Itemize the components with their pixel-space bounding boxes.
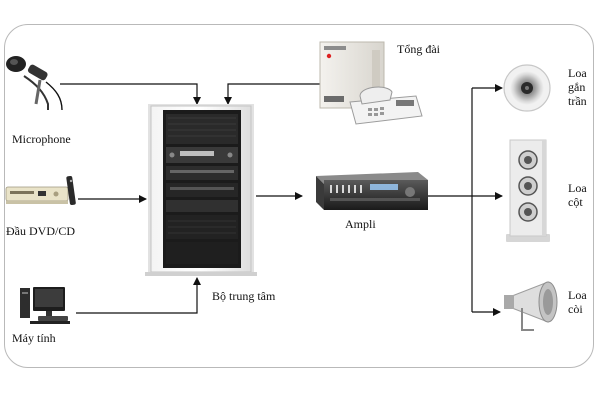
microphone-icon xyxy=(6,56,63,111)
connector-microphone-central xyxy=(60,83,201,105)
ceiling-speaker-label-line: gắn xyxy=(568,80,586,94)
horn-speaker-label: Loa còi xyxy=(568,288,598,316)
horn-speaker-icon xyxy=(504,281,558,331)
horn-speaker-label-line: còi xyxy=(568,302,583,316)
column-speaker-label-line: Loa xyxy=(568,181,587,195)
connection-lines xyxy=(60,83,503,316)
column-speaker-label: Loa cột xyxy=(568,181,598,209)
amplifier-icon xyxy=(316,172,428,210)
computer-label: Máy tính xyxy=(12,331,56,345)
ceiling-speaker-label-line: Loa xyxy=(568,66,587,80)
connector-pbx-central xyxy=(224,83,320,105)
microphone-label: Microphone xyxy=(12,132,71,146)
column-speaker-icon xyxy=(506,139,550,242)
rack-cabinet-icon xyxy=(145,104,257,276)
connector-computer-central xyxy=(76,277,201,314)
ceiling-speaker-label-line: trần xyxy=(568,94,587,108)
amplifier-label: Ampli xyxy=(345,217,376,231)
pbx-label: Tổng đài xyxy=(397,42,440,56)
ceiling-speaker-label: Loa gắn trần xyxy=(568,66,598,108)
pbx-icon xyxy=(319,41,385,109)
central-unit-label: Bộ trung tâm xyxy=(212,289,276,303)
dvd-label: Đầu DVD/CD xyxy=(6,224,75,238)
telephone-icon xyxy=(349,86,423,125)
horn-speaker-label-line: Loa xyxy=(568,288,587,302)
dvd-player-icon xyxy=(5,175,76,206)
computer-icon xyxy=(20,287,70,324)
ceiling-speaker-icon xyxy=(503,64,551,112)
column-speaker-label-line: cột xyxy=(568,195,583,209)
